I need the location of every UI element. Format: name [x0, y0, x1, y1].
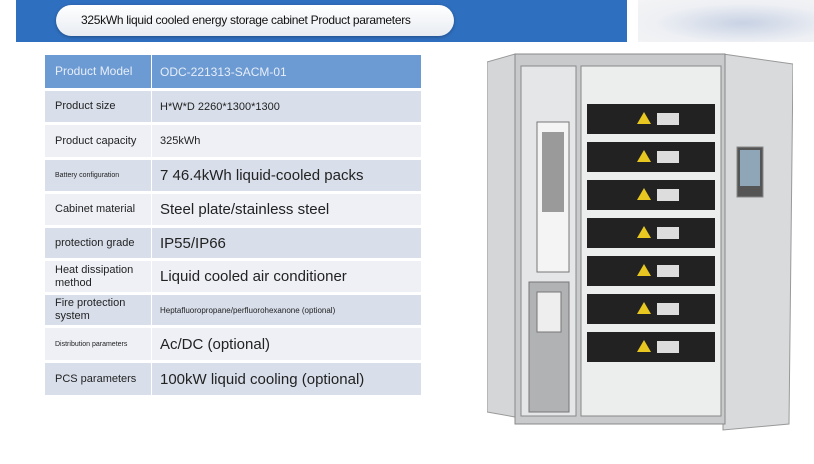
battery-pack — [587, 218, 715, 248]
battery-pack — [587, 104, 715, 134]
battery-pack — [587, 256, 715, 286]
table-row: PCS parameters 100kW liquid cooling (opt… — [45, 363, 421, 398]
row-value: Liquid cooled air conditioner — [160, 268, 347, 285]
battery-pack — [587, 142, 715, 172]
row-value: IP55/IP66 — [160, 234, 226, 252]
table-row: Heat dissipation method Liquid cooled ai… — [45, 261, 421, 295]
row-label: Battery configuration — [55, 172, 120, 179]
header-value: ODC-221313-SACM-01 — [160, 64, 287, 79]
table-header-row: Product Model ODC-221313-SACM-01 — [45, 55, 421, 91]
row-label: PCS parameters — [55, 372, 137, 385]
header-label: Product Model — [55, 64, 133, 78]
pack-display — [657, 113, 679, 125]
warning-icon — [637, 226, 651, 238]
title-pill: 325kWh liquid cooled energy storage cabi… — [56, 5, 454, 36]
battery-pack — [587, 332, 715, 362]
pack-display — [657, 265, 679, 277]
row-value: 7 46.4kWh liquid-cooled packs — [160, 167, 364, 184]
warning-icon — [637, 264, 651, 276]
warning-icon — [637, 150, 651, 162]
battery-pack — [587, 294, 715, 324]
page-title: 325kWh liquid cooled energy storage cabi… — [81, 13, 411, 27]
warning-icon — [637, 112, 651, 124]
table-row: protection grade IP55/IP66 — [45, 228, 421, 261]
table-row: Product size H*W*D 2260*1300*1300 — [45, 91, 421, 125]
row-value: Ac/DC (optional) — [160, 335, 271, 353]
pack-display — [657, 303, 679, 315]
blurred-logo — [638, 0, 814, 42]
row-value: H*W*D 2260*1300*1300 — [160, 100, 280, 113]
row-value: Heptafluoropropane/perfluorohexanone (op… — [160, 305, 336, 315]
row-label: Product capacity — [55, 134, 137, 147]
pack-display — [657, 341, 679, 353]
table-row: Distribution parameters Ac/DC (optional) — [45, 328, 421, 363]
row-value: 325kWh — [160, 135, 201, 147]
warning-icon — [637, 188, 651, 200]
pack-display — [657, 151, 679, 163]
row-label: Distribution parameters — [55, 340, 128, 348]
parameters-table: Product Model ODC-221313-SACM-01 Product… — [45, 55, 421, 398]
pack-display — [657, 227, 679, 239]
pack-display — [657, 189, 679, 201]
title-banner: 325kWh liquid cooled energy storage cabi… — [16, 0, 627, 42]
warning-icon — [637, 340, 651, 352]
row-value: Steel plate/stainless steel — [160, 201, 330, 218]
row-label: protection grade — [55, 236, 135, 249]
table-row: Product capacity 325kWh — [45, 125, 421, 160]
row-value: 100kW liquid cooling (optional) — [160, 370, 365, 388]
row-label: Heat dissipation method — [55, 263, 134, 289]
warning-icon — [637, 302, 651, 314]
table-row: Battery configuration 7 46.4kWh liquid-c… — [45, 160, 421, 194]
row-label: Fire protection system — [55, 297, 126, 322]
row-label: Product size — [55, 100, 116, 112]
table-row: Fire protection system Heptafluoropropan… — [45, 295, 421, 328]
cabinet-image — [487, 53, 793, 431]
row-label: Cabinet material — [55, 203, 136, 215]
battery-pack — [587, 180, 715, 210]
table-row: Cabinet material Steel plate/stainless s… — [45, 194, 421, 228]
